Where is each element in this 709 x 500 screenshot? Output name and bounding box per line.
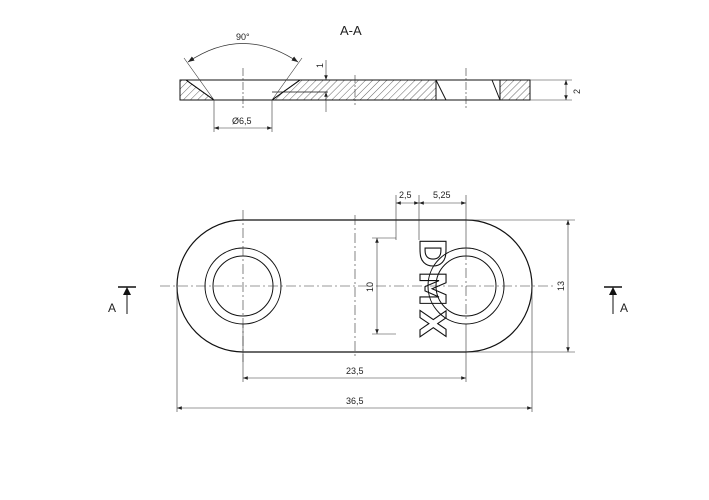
engraving-offset-dimension: 2,5 5,25 (395, 190, 467, 250)
hole-spacing-dimension: 23,5 (242, 324, 467, 382)
section-title: A-A (340, 23, 362, 38)
section-marker-left: A (108, 286, 136, 315)
countersink-angle-label: 90° (236, 32, 250, 42)
thickness-label: 2 (572, 89, 582, 94)
engraving-text: DMX (411, 238, 452, 340)
hole-spacing-label: 23,5 (346, 366, 364, 376)
section-marker-right-label: A (620, 301, 628, 315)
step-depth-dimension: 1 (315, 60, 328, 112)
section-body (179, 79, 531, 101)
plate-height-dimension: 13 (466, 219, 575, 353)
hole-diameter-label: Ø6,5 (232, 116, 252, 126)
section-marker-left-label: A (108, 301, 116, 315)
hole-diameter-dimension: Ø6,5 (213, 100, 273, 132)
engraving-offset-label: 2,5 (399, 190, 412, 200)
overall-length-label: 36,5 (346, 396, 364, 406)
section-marker-right: A (604, 286, 628, 315)
engraving-to-hole-label: 5,25 (433, 190, 451, 200)
overall-length-dimension: 36,5 (176, 286, 533, 412)
countersink-angle-dimension: 90° (183, 32, 303, 101)
top-view: DMX 2,5 5,25 10 13 (108, 190, 628, 412)
engraving-height-dimension: 10 (365, 237, 396, 335)
plate-height-label: 13 (556, 281, 566, 291)
section-view: A-A (179, 23, 582, 132)
step-depth-label: 1 (315, 63, 325, 68)
engraving-height-label: 10 (365, 282, 375, 292)
thickness-dimension: 2 (530, 79, 582, 101)
